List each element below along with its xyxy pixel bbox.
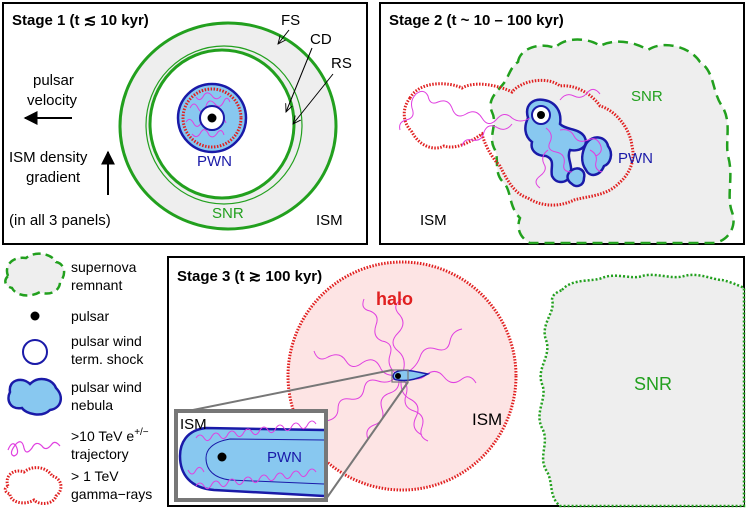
legend-traj-line1: >10 TeV e+/−: [71, 427, 149, 444]
panel-stage1-title: Stage 1 (t ≲ 10 kyr): [12, 12, 149, 29]
legend-ts-line2: term. shock: [71, 351, 144, 367]
legend-item-pulsar: pulsar: [30, 308, 109, 324]
panel-stage1: Stage 1 (t ≲ 10 kyr) FS CD RS PWN SNR IS…: [2, 2, 368, 245]
label-fs: FS: [281, 12, 300, 29]
zoom-line-bottom: [325, 381, 409, 500]
stage2-trajectories: [399, 88, 603, 189]
label-stage2-ism: ISM: [420, 212, 447, 229]
stage3-zoom-box: [391, 369, 409, 383]
rs-pointer: [293, 73, 334, 124]
legend-pulsar: pulsar: [71, 308, 109, 324]
label-stage3-snr: SNR: [634, 374, 672, 394]
stage3-trajectories: [313, 298, 477, 442]
label-gradient-1: ISM density: [9, 149, 88, 166]
pwn-blob-icon: [7, 377, 63, 416]
legend-ts-line1: pulsar wind: [71, 333, 142, 349]
label-stage2-snr: SNR: [631, 88, 663, 105]
label-all-panels: (in all 3 panels): [9, 212, 111, 229]
label-inset-pwn: PWN: [267, 449, 302, 466]
label-velocity-1: pulsar: [33, 72, 74, 89]
fs-pointer: [278, 29, 290, 44]
zoom-line-top: [177, 369, 393, 414]
legend-item-pwn: pulsar wind nebula: [7, 377, 142, 416]
stage2-pwn-blob3: [566, 167, 586, 188]
legend-snr-line2: remnant: [71, 277, 122, 293]
label-stage1-pwn: PWN: [197, 153, 232, 170]
legend-pwn-line1: pulsar wind: [71, 379, 142, 395]
legend-item-trajectory: >10 TeV e+/− trajectory: [7, 427, 149, 462]
stage3-pulsar: [395, 373, 401, 379]
pulsar-dot-icon: [30, 311, 40, 321]
legend-gamma-line1: > 1 TeV: [71, 468, 119, 484]
gamma-halo-icon: [3, 466, 63, 505]
legend-snr-line1: supernova: [71, 259, 137, 275]
termination-shock-icon: [22, 339, 48, 365]
inset-termination-shock: [205, 438, 325, 485]
label-cd: CD: [310, 31, 332, 48]
legend: supernova remnant pulsar pulsar wind ter…: [3, 252, 152, 505]
legend-item-gamma: > 1 TeV gamma−rays: [3, 466, 152, 505]
stage3-pwn: [392, 369, 431, 382]
legend-traj-line2: trajectory: [71, 446, 129, 462]
label-stage1-ism: ISM: [316, 212, 343, 229]
label-halo: halo: [376, 289, 413, 309]
stage1-contact-discontinuity: [145, 45, 303, 205]
panel-stage3: ISM PWN Stage 3 (t ≳ 100 kyr) halo ISM S…: [167, 256, 746, 508]
panel-stage3-title: Stage 3 (t ≳ 100 kyr): [177, 268, 322, 285]
legend-gamma-line2: gamma−rays: [71, 486, 152, 502]
stage2-gamma-region: [402, 78, 635, 207]
stage3-snr: [538, 273, 746, 508]
label-rs: RS: [331, 55, 352, 72]
panel-stage2: Stage 2 (t ~ 10 – 100 kyr) SNR PWN ISM: [379, 2, 745, 245]
cd-pointer: [286, 47, 313, 112]
stage2-pulsar: [537, 111, 545, 119]
legend-item-snr: supernova remnant: [4, 252, 137, 297]
stage1-pulsar: [207, 113, 217, 123]
label-gradient-2: gradient: [26, 169, 81, 186]
legend-pwn-line2: nebula: [71, 397, 113, 413]
trajectory-icon: [7, 441, 61, 457]
label-velocity-2: velocity: [27, 92, 78, 109]
snr-outline-icon: [4, 252, 66, 297]
label-stage1-snr: SNR: [212, 205, 244, 222]
legend-item-termination-shock: pulsar wind term. shock: [22, 333, 144, 367]
inset-trajectories: [187, 420, 317, 490]
label-stage3-ism: ISM: [472, 410, 502, 429]
label-stage2-pwn: PWN: [618, 150, 653, 167]
stage2-snr: [489, 38, 735, 245]
label-inset-ism: ISM: [180, 416, 207, 433]
panel-stage2-title: Stage 2 (t ~ 10 – 100 kyr): [389, 12, 564, 29]
stage1-gamma-ring: [181, 87, 243, 149]
inset-zoom: ISM PWN: [174, 409, 328, 502]
inset-pulsar: [217, 452, 227, 462]
